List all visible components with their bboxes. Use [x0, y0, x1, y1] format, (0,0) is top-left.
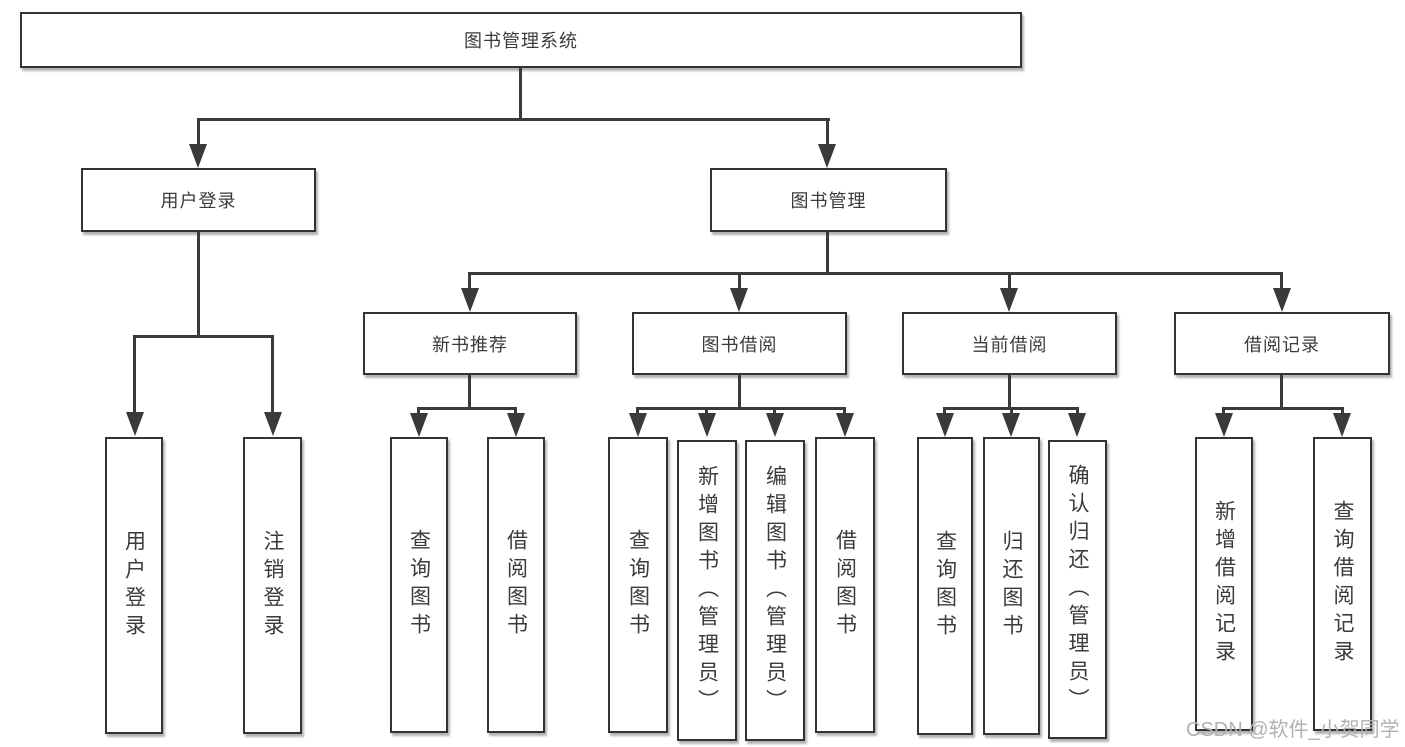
arrow-down-icon: [1000, 288, 1018, 312]
connector-line: [1280, 375, 1283, 409]
arrow-down-icon: [264, 412, 282, 436]
arrow-down-icon: [1273, 288, 1291, 312]
arrow-down-icon: [461, 288, 479, 312]
connector-line: [738, 375, 741, 409]
connector-line: [738, 272, 741, 290]
node-borrowing-records: 借阅记录: [1174, 312, 1390, 375]
watermark-text: CSDN @软件_小贺同学: [1186, 719, 1400, 741]
connector-line: [133, 335, 274, 338]
node-new-book-recommendation: 新书推荐: [363, 312, 577, 375]
arrow-down-icon: [629, 413, 647, 437]
leaf-confirm-return-admin: 确认归还（管理员）: [1048, 440, 1107, 739]
arrow-down-icon: [1215, 413, 1233, 437]
node-root: 图书管理系统: [20, 12, 1022, 68]
connector-line: [133, 335, 136, 413]
connector-line: [197, 118, 830, 121]
leaf-borrow-books-recommend: 借阅图书: [487, 437, 545, 733]
connector-line: [468, 272, 471, 290]
leaf-add-book-admin: 新增图书（管理员）: [677, 440, 737, 741]
arrow-down-icon: [936, 413, 954, 437]
leaf-query-books-borrow: 查询图书: [608, 437, 668, 733]
connector-line: [514, 407, 517, 415]
node-current-borrowing: 当前借阅: [902, 312, 1117, 375]
node-book-management: 图书管理: [710, 168, 947, 232]
connector-line: [826, 232, 829, 274]
connector-line: [417, 407, 420, 415]
connector-line: [197, 232, 200, 337]
arrow-down-icon: [698, 413, 716, 437]
connector-line: [197, 118, 200, 146]
leaf-add-borrow-record: 新增借阅记录: [1195, 437, 1253, 731]
connector-line: [705, 407, 708, 415]
arrow-down-icon: [1333, 413, 1351, 437]
leaf-query-books-recommend: 查询图书: [390, 437, 448, 733]
arrow-down-icon: [836, 413, 854, 437]
leaf-return-books: 归还图书: [983, 437, 1040, 735]
connector-line: [1008, 272, 1011, 290]
arrow-down-icon: [730, 288, 748, 312]
arrow-down-icon: [818, 144, 836, 168]
arrow-down-icon: [1068, 413, 1086, 437]
node-book-borrowing: 图书借阅: [632, 312, 847, 375]
connector-line: [469, 272, 1283, 275]
connector-line: [1010, 407, 1013, 415]
leaf-edit-book-admin: 编辑图书（管理员）: [745, 440, 805, 741]
connector-line: [519, 68, 522, 120]
arrow-down-icon: [410, 413, 428, 437]
arrow-down-icon: [126, 412, 144, 436]
connector-line: [1076, 407, 1079, 415]
connector-line: [271, 335, 274, 413]
connector-line: [773, 407, 776, 415]
arrow-down-icon: [507, 413, 525, 437]
connector-line: [1222, 407, 1225, 415]
connector-line: [636, 407, 639, 415]
connector-line: [1222, 407, 1344, 410]
connector-line: [468, 375, 471, 409]
connector-line: [417, 407, 517, 410]
connector-line: [943, 407, 946, 415]
leaf-logout: 注销登录: [243, 437, 302, 734]
connector-line: [1008, 375, 1011, 409]
leaf-query-borrow-record: 查询借阅记录: [1313, 437, 1372, 731]
leaf-user-login: 用户登录: [105, 437, 163, 734]
node-user-login: 用户登录: [81, 168, 316, 232]
leaf-borrow-books: 借阅图书: [815, 437, 875, 733]
arrow-down-icon: [1002, 413, 1020, 437]
connector-line: [826, 118, 829, 146]
connector-line: [1341, 407, 1344, 415]
arrow-down-icon: [189, 144, 207, 168]
arrow-down-icon: [766, 413, 784, 437]
connector-line: [843, 407, 846, 415]
connector-line: [1280, 272, 1283, 290]
leaf-query-books-current: 查询图书: [917, 437, 973, 735]
connector-line: [636, 407, 846, 410]
